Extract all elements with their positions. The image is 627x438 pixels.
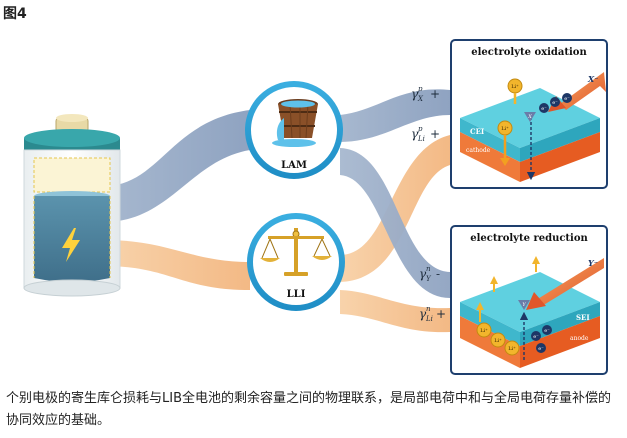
gamma-1-sign: + <box>430 87 440 101</box>
electron-label: e⁻ <box>538 346 544 352</box>
lli-label: LLI <box>287 289 306 300</box>
oxidation-layer-label: cathode <box>466 147 491 154</box>
band-lli-to-reduction <box>340 290 450 333</box>
li-ion-5-label: Li⁺ <box>508 346 516 352</box>
li-up-arrow-3 <box>476 302 484 322</box>
x-species-label: X <box>527 114 532 120</box>
diagram: LAM LLI γ p X + γ p Li + γ n Y - γ <box>23 39 608 375</box>
gamma-2-sub: Li <box>417 135 425 143</box>
li-ion-3-label: Li⁺ <box>480 328 488 334</box>
gamma-1-sub: X <box>417 95 424 103</box>
li-ion-3 <box>476 322 492 338</box>
reduction-panel: electrolyte reduction SEI anode Y⁻ Y Li⁺… <box>450 225 608 375</box>
oxidation-electrons: e⁻ e⁻ e⁻ <box>539 93 572 113</box>
balance-scale-icon <box>260 228 332 276</box>
lightning-icon <box>62 228 80 262</box>
electron-label: e⁻ <box>564 96 570 102</box>
gamma-label-1: γ p X + <box>411 85 440 103</box>
y-anion-arrow-label: Y⁻ <box>588 258 598 268</box>
flow-bands <box>104 89 450 333</box>
gamma-label-3: γ n Y - <box>419 265 440 283</box>
x-anion-arrow-label: X⁻ <box>587 74 598 84</box>
gamma-label-2: γ p Li + <box>411 125 440 143</box>
lam-node: LAM <box>245 81 343 179</box>
gamma-4-sub: Li <box>425 315 433 323</box>
gamma-2-sign: + <box>430 127 440 141</box>
x-anion-arrow <box>560 72 606 110</box>
gamma-3-sign: - <box>436 267 440 281</box>
li-ion-2-label: Li⁺ <box>501 126 509 132</box>
band-lam-to-oxidation <box>340 89 450 142</box>
oxidation-title: electrolyte oxidation <box>471 47 587 58</box>
electron-label: e⁻ <box>541 106 547 112</box>
gamma-3-sub: Y <box>426 275 432 283</box>
gamma-4-base: γ <box>419 307 427 321</box>
electron-label: e⁻ <box>533 334 539 340</box>
gamma-4-sup: n <box>426 305 431 313</box>
y-anion-arrow <box>536 258 604 306</box>
li-up-arrow-2 <box>532 256 540 272</box>
band-battery-to-lam <box>104 110 250 222</box>
gamma-2-base: γ <box>411 127 419 141</box>
leaking-bucket-icon <box>272 99 318 147</box>
lli-node: LLI <box>247 213 345 311</box>
oxidation-sei-label: CEI <box>470 127 484 136</box>
reduction-layer-label: anode <box>570 335 589 342</box>
li-up-arrow-1 <box>490 276 498 292</box>
oxidation-panel: electrolyte oxidation CEI cathode X⁻ e⁻ … <box>450 39 608 189</box>
li-ion-1-label: Li⁺ <box>511 84 519 90</box>
reduction-electrons: e⁻ e⁻ e⁻ <box>531 325 552 353</box>
li-ion-5 <box>504 340 520 356</box>
figure-label: 图4 <box>3 6 27 22</box>
y-species-marker <box>518 300 530 310</box>
x-species-marker <box>524 112 536 122</box>
gamma-3-sup: n <box>426 265 431 273</box>
reduction-sei-label: SEI <box>576 313 590 322</box>
gamma-4-sign: + <box>436 307 446 321</box>
y-species-label: Y <box>522 302 526 308</box>
figure-caption: 个别电极的寄生库仑损耗与LIB全电池的剩余容量之间的物理联系，是局部电荷中和与全… <box>6 391 611 428</box>
gamma-3-base: γ <box>419 267 427 281</box>
li-ion-4 <box>490 332 506 348</box>
band-battery-to-lli <box>104 240 250 290</box>
lam-label: LAM <box>281 160 307 171</box>
gamma-1-base: γ <box>411 87 419 101</box>
electron-label: e⁻ <box>552 100 558 106</box>
gamma-label-4: γ n Li + <box>419 305 446 323</box>
gamma-2-sup: p <box>418 125 423 133</box>
reduction-title: electrolyte reduction <box>470 233 588 244</box>
electron-label: e⁻ <box>544 328 550 334</box>
li-ion-4-label: Li⁺ <box>494 338 502 344</box>
battery <box>23 114 121 297</box>
gamma-1-sup: p <box>418 85 423 93</box>
band-lam-to-reduction <box>340 148 450 298</box>
